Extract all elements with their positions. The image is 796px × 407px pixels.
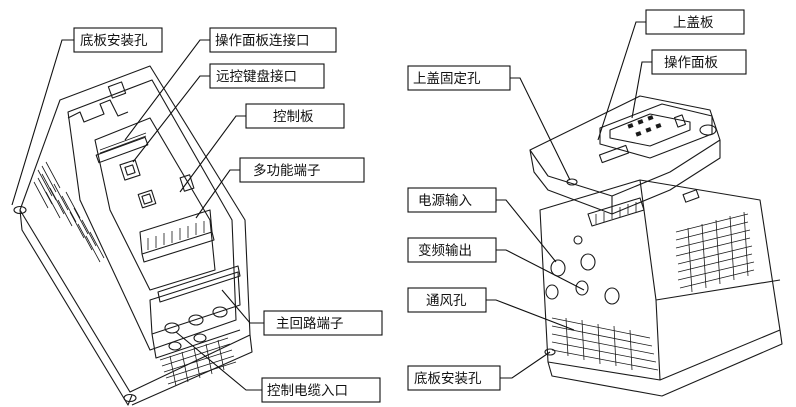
callout-power-input: 电源输入 bbox=[407, 187, 557, 263]
svg-text:远控键盘接口: 远控键盘接口 bbox=[216, 68, 297, 85]
left-inverter-drawing bbox=[13, 65, 253, 406]
top-cover-drawing bbox=[529, 95, 721, 215]
right-inverter-drawing bbox=[529, 95, 783, 397]
svg-text:主回路端子: 主回路端子 bbox=[276, 316, 344, 332]
left-side-vents bbox=[33, 161, 105, 263]
callout-vent-holes: 通风孔 bbox=[407, 287, 575, 331]
bottom-vents bbox=[159, 337, 237, 387]
right-terminal-row bbox=[587, 189, 700, 227]
main-circuit-holes bbox=[164, 306, 228, 351]
svg-text:操作面板: 操作面板 bbox=[664, 55, 718, 71]
svg-text:操作面板连接口: 操作面板连接口 bbox=[215, 32, 310, 49]
callout-inverter-output: 变频输出 bbox=[407, 237, 585, 291]
svg-text:控制电缆入口: 控制电缆入口 bbox=[267, 383, 348, 399]
callout-top-cover-fixing-hole: 上盖固定孔 bbox=[407, 65, 571, 181]
callout-base-mount-hole-right: 底板安装孔 bbox=[407, 351, 551, 391]
callout-panel-connector: 操作面板连接口 bbox=[124, 27, 337, 141]
right-side-vents bbox=[675, 211, 755, 293]
callout-control-board: 控制板 bbox=[179, 103, 345, 193]
power-io-holes bbox=[545, 235, 620, 305]
callout-top-cover: 上盖板 bbox=[597, 9, 745, 141]
svg-text:控制板: 控制板 bbox=[273, 109, 314, 125]
front-vents bbox=[551, 317, 659, 371]
svg-text:上盖板: 上盖板 bbox=[673, 15, 714, 31]
callout-control-cable-entry: 控制电缆入口 bbox=[175, 331, 381, 403]
svg-text:变频输出: 变频输出 bbox=[418, 243, 472, 259]
svg-text:电源输入: 电源输入 bbox=[418, 193, 472, 209]
callout-multi-function-terminal: 多功能端子 bbox=[195, 157, 365, 219]
svg-text:多功能端子: 多功能端子 bbox=[253, 162, 321, 179]
callout-remote-keypad-port: 远控键盘接口 bbox=[132, 63, 325, 163]
callout-operation-panel: 操作面板 bbox=[631, 49, 747, 119]
callout-base-mount-hole-left: 底板安装孔 bbox=[11, 27, 163, 206]
svg-text:通风孔: 通风孔 bbox=[426, 293, 467, 309]
svg-text:底板安装孔: 底板安装孔 bbox=[414, 371, 482, 387]
svg-text:上盖固定孔: 上盖固定孔 bbox=[413, 71, 481, 87]
callout-main-circuit-terminal: 主回路端子 bbox=[221, 289, 383, 336]
svg-text:底板安装孔: 底板安装孔 bbox=[80, 33, 148, 49]
multi-function-terminal-block bbox=[139, 209, 215, 263]
